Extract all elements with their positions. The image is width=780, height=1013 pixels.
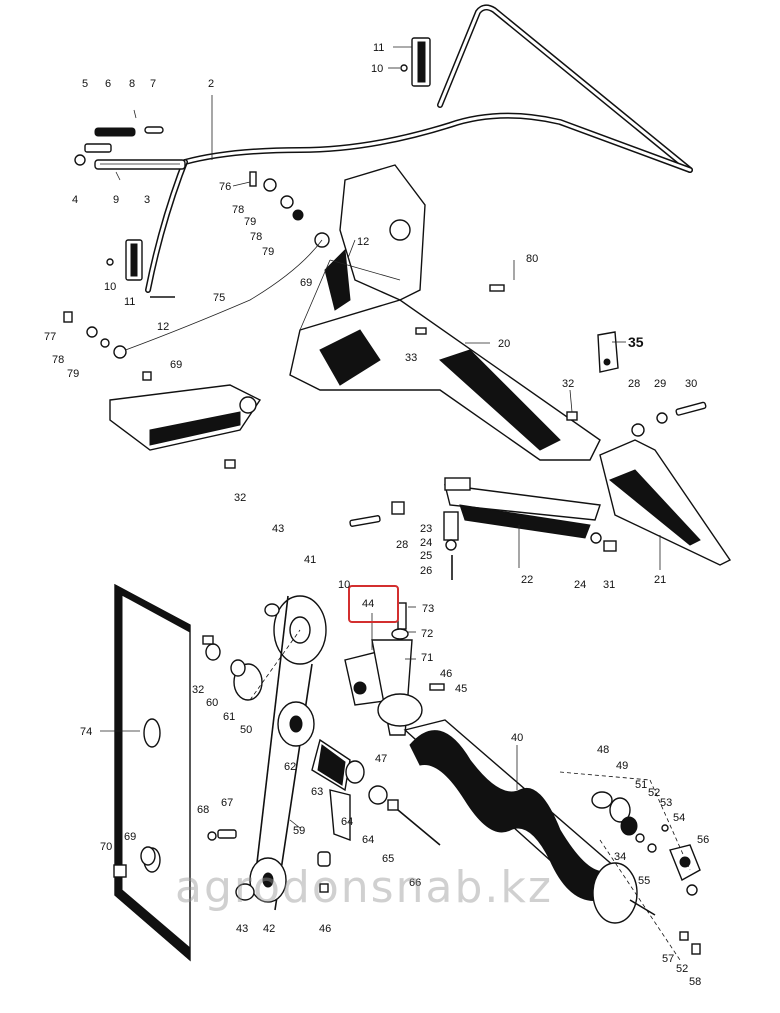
callout-63: 63 — [311, 786, 323, 798]
callout-75: 75 — [213, 292, 225, 304]
callout-45: 45 — [455, 683, 467, 695]
callout-56: 56 — [697, 834, 709, 846]
callout-29: 29 — [654, 378, 666, 390]
callout-4: 4 — [72, 194, 78, 206]
callout-24: 24 — [420, 537, 432, 549]
callout-3: 3 — [144, 194, 150, 206]
callout-8: 8 — [129, 78, 135, 90]
callout-74: 74 — [80, 726, 92, 738]
callout-42: 42 — [263, 923, 275, 935]
callout-32: 32 — [234, 492, 246, 504]
callout-78: 78 — [232, 204, 244, 216]
callout-65: 65 — [382, 853, 394, 865]
callout-35: 35 — [628, 334, 644, 350]
callout-54: 54 — [673, 812, 685, 824]
callout-6: 6 — [105, 78, 111, 90]
callout-58: 58 — [689, 976, 701, 988]
callout-12: 12 — [357, 236, 369, 248]
callout-71: 71 — [421, 652, 433, 664]
callout-62: 62 — [284, 761, 296, 773]
highlight-box — [348, 585, 399, 623]
callout-73: 73 — [422, 603, 434, 615]
callout-79: 79 — [67, 368, 79, 380]
callout-46: 46 — [440, 668, 452, 680]
callout-69: 69 — [170, 359, 182, 371]
callout-43: 43 — [236, 923, 248, 935]
auger-assembly — [113, 583, 701, 962]
callout-57: 57 — [662, 953, 674, 965]
callout-64: 64 — [341, 816, 353, 828]
callout-20: 20 — [498, 338, 510, 350]
callout-21: 21 — [654, 574, 666, 586]
callout-53: 53 — [660, 797, 672, 809]
callout-49: 49 — [616, 760, 628, 772]
hardware-top — [63, 171, 707, 580]
callout-41: 41 — [304, 554, 316, 566]
callout-50: 50 — [240, 724, 252, 736]
callout-30: 30 — [685, 378, 697, 390]
callout-10: 10 — [338, 579, 350, 591]
callout-61: 61 — [223, 711, 235, 723]
callout-52: 52 — [676, 963, 688, 975]
callout-78: 78 — [52, 354, 64, 366]
callout-31: 31 — [603, 579, 615, 591]
callout-59: 59 — [293, 825, 305, 837]
callout-11: 11 — [124, 296, 135, 308]
callout-55: 55 — [638, 875, 650, 887]
callout-10: 10 — [104, 281, 116, 293]
callout-33: 33 — [405, 352, 417, 364]
callout-77: 77 — [44, 331, 56, 343]
callout-24: 24 — [574, 579, 586, 591]
callout-22: 22 — [521, 574, 533, 586]
callout-80: 80 — [526, 253, 538, 265]
callout-32: 32 — [562, 378, 574, 390]
callout-28: 28 — [628, 378, 640, 390]
callout-79: 79 — [262, 246, 274, 258]
callout-76: 76 — [219, 181, 231, 193]
watermark: agrodonsnab.kz — [175, 862, 553, 913]
callout-69: 69 — [300, 277, 312, 289]
handle-frame — [74, 4, 693, 298]
callout-60: 60 — [206, 697, 218, 709]
callout-64: 64 — [362, 834, 374, 846]
callout-25: 25 — [420, 550, 432, 562]
callout-68: 68 — [197, 804, 209, 816]
callout-66: 66 — [409, 877, 421, 889]
callout-2: 2 — [208, 78, 214, 90]
callout-23: 23 — [420, 523, 432, 535]
callout-44: 44 — [362, 598, 374, 610]
callout-40: 40 — [511, 732, 523, 744]
callout-28: 28 — [396, 539, 408, 551]
callout-48: 48 — [597, 744, 609, 756]
callout-67: 67 — [221, 797, 233, 809]
callout-numbers: 11 10 5 6 8 7 2 4 9 3 76 78 79 78 79 12 … — [44, 42, 709, 988]
callout-10: 10 — [371, 63, 383, 75]
callout-78: 78 — [250, 231, 262, 243]
callout-34: 34 — [614, 851, 626, 863]
callout-9: 9 — [113, 194, 119, 206]
callout-70: 70 — [100, 841, 112, 853]
callout-11: 11 — [373, 42, 384, 54]
leader-lines — [100, 46, 661, 829]
callout-5: 5 — [82, 78, 88, 90]
callout-26: 26 — [420, 565, 432, 577]
main-frame — [109, 164, 732, 566]
callout-51: 51 — [635, 779, 647, 791]
callout-72: 72 — [421, 628, 433, 640]
callout-7: 7 — [150, 78, 156, 90]
callout-69: 69 — [124, 831, 136, 843]
callout-52: 52 — [648, 787, 660, 799]
callout-47: 47 — [375, 753, 387, 765]
callout-12: 12 — [157, 321, 169, 333]
callout-32: 32 — [192, 684, 204, 696]
callout-46: 46 — [319, 923, 331, 935]
callout-79: 79 — [244, 216, 256, 228]
callout-43: 43 — [272, 523, 284, 535]
